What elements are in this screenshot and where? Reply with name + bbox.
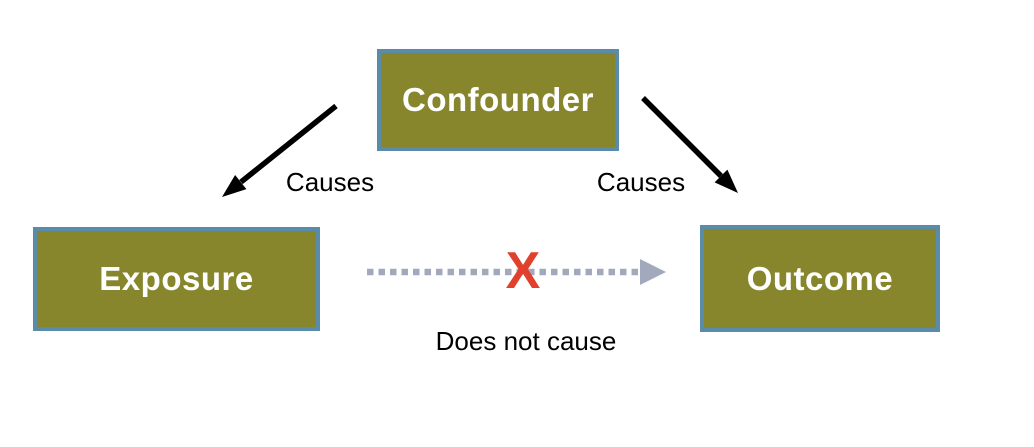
causes-label-left: Causes bbox=[285, 167, 375, 197]
confounder-to-outcome-arrow bbox=[641, 96, 738, 193]
confounder-node: Confounder bbox=[377, 49, 619, 151]
confounder-node-label: Confounder bbox=[402, 81, 594, 118]
exposure-to-outcome-dotted-arrow bbox=[367, 259, 666, 285]
blocked-x-symbol: X bbox=[505, 242, 541, 300]
exposure-node-label: Exposure bbox=[99, 260, 254, 297]
exposure-node: Exposure bbox=[33, 227, 320, 331]
outcome-node: Outcome bbox=[700, 225, 940, 332]
confounder-to-exposure-arrow bbox=[222, 103, 338, 197]
does-not-cause-label: Does not cause bbox=[435, 326, 617, 356]
causes-label-right: Causes bbox=[596, 167, 686, 197]
outcome-node-label: Outcome bbox=[746, 259, 894, 297]
